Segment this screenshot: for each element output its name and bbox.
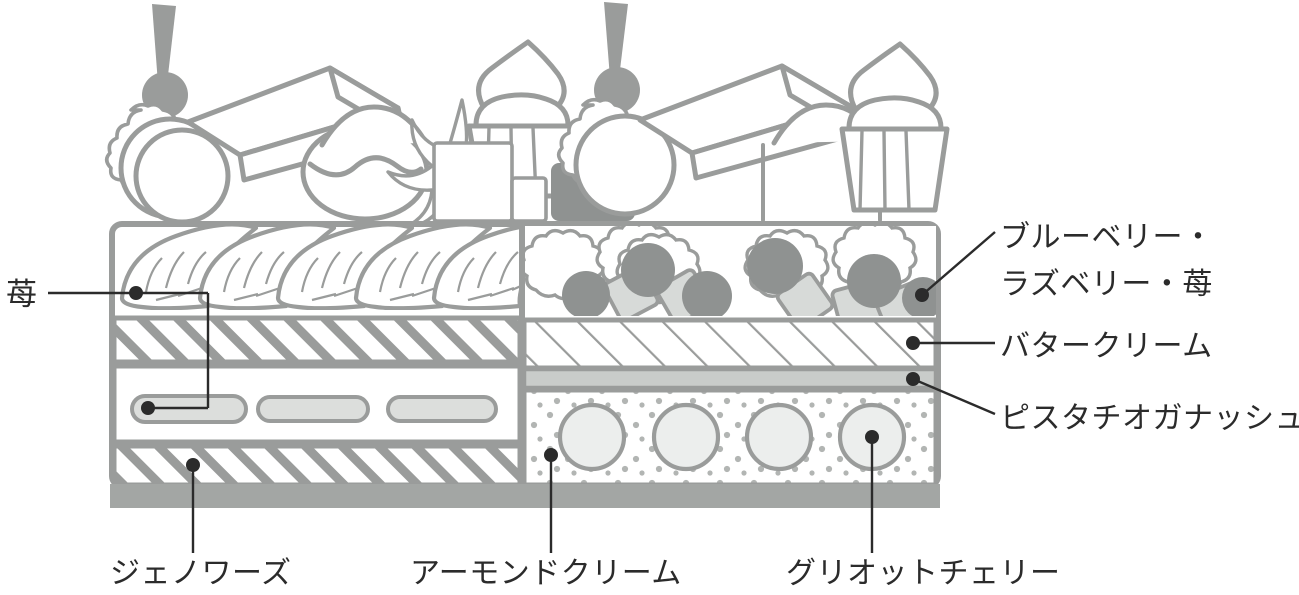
- leader-dot: [129, 286, 143, 300]
- strawberry-bar: [386, 395, 498, 423]
- label-griotte-cherry: グリオットチェリー: [786, 557, 1061, 590]
- leader-dot: [544, 448, 558, 462]
- griotte-cherry: [651, 402, 721, 472]
- leader-dot: [906, 336, 920, 350]
- strawberry-slice: [197, 226, 337, 310]
- label-almond-cream: アーモンドクリーム: [410, 557, 682, 590]
- strawberry-slice: [431, 226, 520, 310]
- label-pistachio-ganache: ピスタチオガナッシュ: [1000, 402, 1299, 435]
- leader-lines: [48, 231, 996, 553]
- leader-dot: [186, 458, 200, 472]
- label-ichigo: 苺: [6, 277, 38, 312]
- blueberry: [562, 238, 936, 316]
- layer-pistachio-ganache: [521, 366, 939, 391]
- layer-genoise-lower: [111, 443, 523, 488]
- decoration-group-top: [104, 2, 950, 244]
- griotte-cherry: [557, 402, 627, 472]
- cake-base: [110, 484, 940, 508]
- block-center-boxes: [432, 141, 548, 223]
- right-column: [521, 226, 939, 488]
- layer-strawberry-slices: [119, 226, 520, 310]
- leader-berries: [921, 231, 996, 296]
- leader-dot: [865, 430, 879, 444]
- strawberry-bar: [256, 395, 370, 423]
- left-column: [111, 226, 523, 488]
- cake-body: [109, 221, 941, 508]
- leader-dot: [906, 372, 920, 386]
- sphere-center: [573, 113, 677, 217]
- label-genoise: ジェノワーズ: [110, 557, 292, 590]
- cupcake-right: [839, 41, 950, 213]
- leader-dot: [141, 401, 155, 415]
- labels: 苺 ブルーベリー・ ラズベリー・苺 バタークリーム ピスタチオガナッシュ ジェノ…: [6, 221, 1299, 590]
- layer-berry-topping: [524, 226, 936, 316]
- label-berries-line2: ラズベリー・苺: [1000, 268, 1213, 301]
- cherry-left: [142, 4, 188, 118]
- leader-ichigo: [48, 291, 210, 410]
- griotte-cherry: [744, 402, 814, 472]
- cherry-center: [594, 2, 640, 113]
- layer-buttercream: [521, 317, 939, 371]
- leader-ganache: [912, 377, 996, 416]
- sphere-left-inner: [133, 127, 231, 225]
- label-buttercream: バタークリーム: [1000, 330, 1213, 363]
- leader-dots: [129, 286, 929, 472]
- layer-genoise-upper: [111, 315, 523, 365]
- label-berries-line1: ブルーベリー・: [1000, 221, 1214, 254]
- strawberry-slice: [353, 226, 493, 310]
- leader-dot: [915, 288, 929, 302]
